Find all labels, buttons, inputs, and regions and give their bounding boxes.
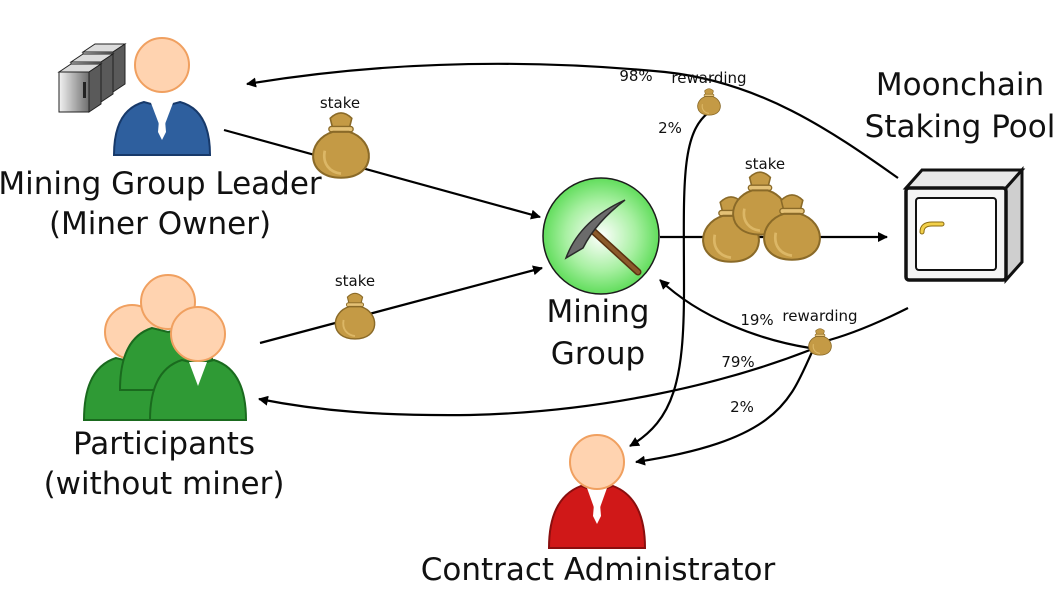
admin-label: Contract Administrator bbox=[421, 552, 776, 588]
person-icon: .leader-shirt{} bbox=[112, 37, 212, 156]
pct-admin-bottom: 2% bbox=[730, 398, 754, 416]
leader-label-line1: Mining Group Leader bbox=[0, 166, 322, 202]
server-icon bbox=[58, 43, 126, 113]
participants: Participants (without miner) bbox=[44, 274, 285, 502]
pool-label-line2: Staking Pool bbox=[865, 109, 1056, 145]
pool-label-line1: Moonchain bbox=[876, 67, 1044, 103]
money-bag-icon bbox=[697, 88, 721, 116]
edge-reward-to-admin-top bbox=[629, 112, 709, 447]
pickaxe-icon bbox=[564, 199, 642, 276]
mining-group-leader: .leader-shirt{} Mining Group Leader (Min… bbox=[0, 37, 322, 242]
money-bag-icon bbox=[311, 111, 371, 180]
participants-label-line1: Participants bbox=[73, 426, 255, 462]
money-bag-icon bbox=[334, 292, 376, 340]
mining-group-label-line2: Group bbox=[551, 336, 645, 372]
mining-group-label-line1: Mining bbox=[547, 294, 650, 330]
money-bag-icon bbox=[701, 170, 822, 264]
person-icon bbox=[148, 306, 248, 421]
participants-label-line2: (without miner) bbox=[44, 466, 285, 502]
pct-admin-top: 2% bbox=[658, 119, 682, 137]
person-icon bbox=[547, 434, 647, 549]
mining-group: Mining Group bbox=[542, 177, 660, 372]
edge-reward-pool-out bbox=[821, 307, 909, 344]
stake-label-leader: stake bbox=[320, 94, 360, 112]
rewarding-label-bottom: rewarding bbox=[782, 307, 857, 325]
pct-leader: 98% bbox=[619, 67, 652, 85]
edge-reward-to-admin-bottom bbox=[635, 351, 814, 466]
rewarding-label-top: rewarding bbox=[671, 69, 746, 87]
edge-reward-to-participants bbox=[258, 348, 811, 417]
edge-stake-leader bbox=[223, 128, 541, 220]
safe-icon bbox=[902, 166, 1026, 284]
stake-label-participants: stake bbox=[335, 272, 375, 290]
leader-label-line2: (Miner Owner) bbox=[49, 206, 271, 242]
stake-label-group: stake bbox=[745, 155, 785, 173]
edge-reward-to-group bbox=[659, 279, 811, 350]
money-bag-icon bbox=[808, 328, 832, 356]
staking-pool: Moonchain Staking Pool bbox=[865, 67, 1056, 284]
edge-stake-participants bbox=[259, 265, 543, 345]
contract-administrator: Contract Administrator bbox=[421, 434, 776, 588]
edge-reward-to-leader bbox=[246, 62, 899, 179]
pct-group: 19% bbox=[740, 311, 773, 329]
pct-participants: 79% bbox=[721, 353, 754, 371]
